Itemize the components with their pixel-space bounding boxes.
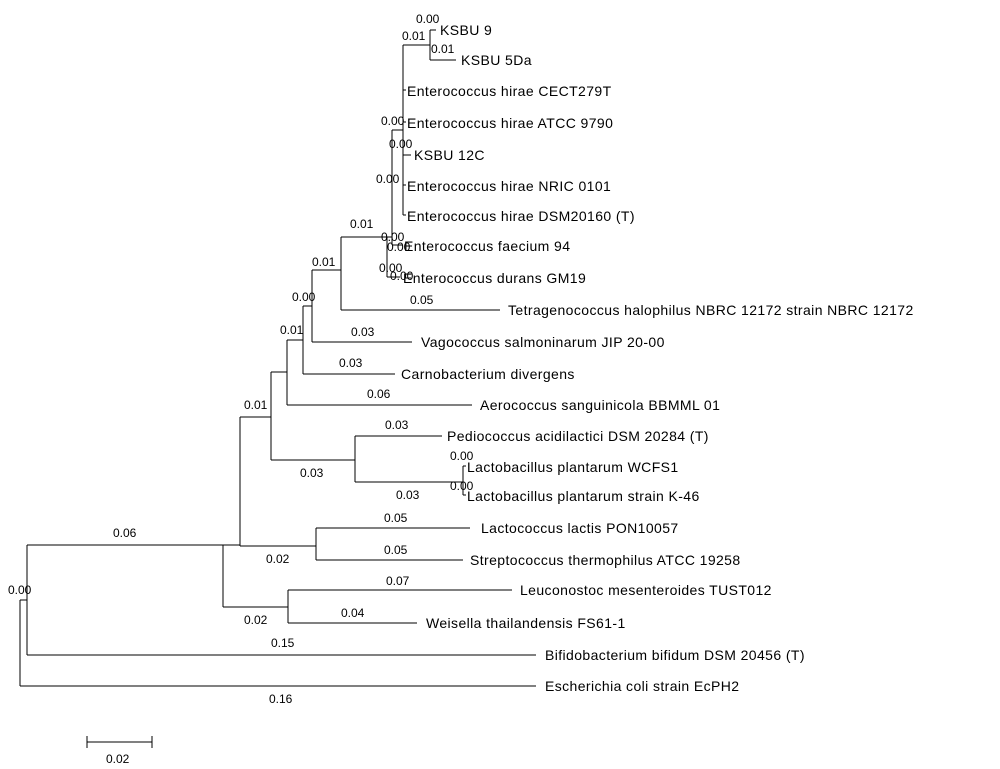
taxon-label: Lactobacillus plantarum WCFS1 [467, 459, 679, 475]
branch-length-label: 0.05 [384, 511, 408, 525]
taxon-label: KSBU 12C [414, 147, 485, 163]
taxon-labels: KSBU 9 KSBU 5Da Enterococcus hirae CECT2… [401, 22, 914, 694]
branch-length-label: 0.01 [280, 323, 304, 337]
branch-length-label: 0.04 [341, 606, 365, 620]
taxon-label: Escherichia coli strain EcPH2 [545, 678, 739, 694]
branch-length-label: 0.00 [8, 583, 32, 597]
branch-length-label: 0.01 [244, 398, 268, 412]
scale-bar-label: 0.02 [106, 752, 130, 766]
taxon-label: Carnobacterium divergens [401, 366, 575, 382]
branch-length-label: 0.03 [351, 325, 375, 339]
branch-length-label: 0.00 [450, 479, 474, 493]
branch-length-label: 0.07 [386, 574, 410, 588]
branch-length-label: 0.00 [389, 137, 413, 151]
taxon-label: Enterococcus hirae DSM20160 (T) [407, 208, 635, 224]
taxon-label: Tetragenococcus halophilus NBRC 12172 st… [508, 302, 914, 318]
taxon-label: Lactococcus lactis PON10057 [481, 520, 679, 536]
branch-length-label: 0.06 [113, 526, 137, 540]
branch-length-label: 0.00 [416, 12, 440, 26]
branch-length-label: 0.00 [379, 261, 403, 275]
branch-length-label: 0.03 [385, 418, 409, 432]
taxon-label: KSBU 5Da [461, 52, 532, 68]
branch-length-label: 0.00 [387, 240, 411, 254]
taxon-label: Lactobacillus plantarum strain K-46 [467, 488, 700, 504]
taxon-label: KSBU 9 [440, 22, 492, 38]
branch-length-label: 0.05 [410, 293, 434, 307]
branch-length-label: 0.01 [402, 29, 426, 43]
branch-length-label: 0.15 [271, 636, 295, 650]
taxon-label: Vagococcus salmoninarum JIP 20-00 [421, 334, 665, 350]
taxon-label: Enterococcus hirae CECT279T [407, 83, 612, 99]
taxon-label: Streptococcus thermophilus ATCC 19258 [470, 552, 741, 568]
branch-length-label: 0.00 [450, 449, 474, 463]
branch-length-labels: 0.00 0.01 0.01 0.00 0.00 0.00 0.00 0.01 … [8, 12, 474, 706]
branch-length-label: 0.16 [269, 692, 293, 706]
tree-branches [19, 29, 536, 687]
taxon-label: Enterococcus hirae ATCC 9790 [407, 115, 613, 131]
taxon-label: Bifidobacterium bifidum DSM 20456 (T) [545, 647, 805, 663]
taxon-label: Weisella thailandensis FS61-1 [426, 615, 626, 631]
branch-length-label: 0.03 [300, 466, 324, 480]
taxon-label: Enterococcus hirae NRIC 0101 [407, 178, 611, 194]
branch-length-label: 0.06 [367, 387, 391, 401]
branch-length-label: 0.02 [266, 552, 290, 566]
taxon-label: Enterococcus durans GM19 [403, 270, 586, 286]
branch-length-label: 0.03 [396, 488, 420, 502]
branch-length-label: 0.01 [312, 255, 336, 269]
taxon-label: Pediococcus acidilactici DSM 20284 (T) [447, 428, 709, 444]
branch-length-label: 0.03 [339, 356, 363, 370]
branch-length-label: 0.00 [381, 114, 405, 128]
taxon-label: Leuconostoc mesenteroides TUST012 [520, 582, 772, 598]
branch-length-label: 0.01 [350, 217, 374, 231]
branch-length-label: 0.00 [390, 269, 414, 283]
taxon-label: Enterococcus faecium 94 [404, 238, 570, 254]
branch-length-label: 0.01 [431, 42, 455, 56]
branch-length-label: 0.00 [292, 290, 316, 304]
branch-length-label: 0.02 [244, 613, 268, 627]
branch-length-label: 0.00 [376, 172, 400, 186]
taxon-label: Aerococcus sanguinicola BBMML 01 [480, 397, 720, 413]
scale-bar: 0.02 [86, 736, 153, 766]
branch-length-label: 0.00 [381, 230, 405, 244]
branch-length-label: 0.05 [384, 543, 408, 557]
